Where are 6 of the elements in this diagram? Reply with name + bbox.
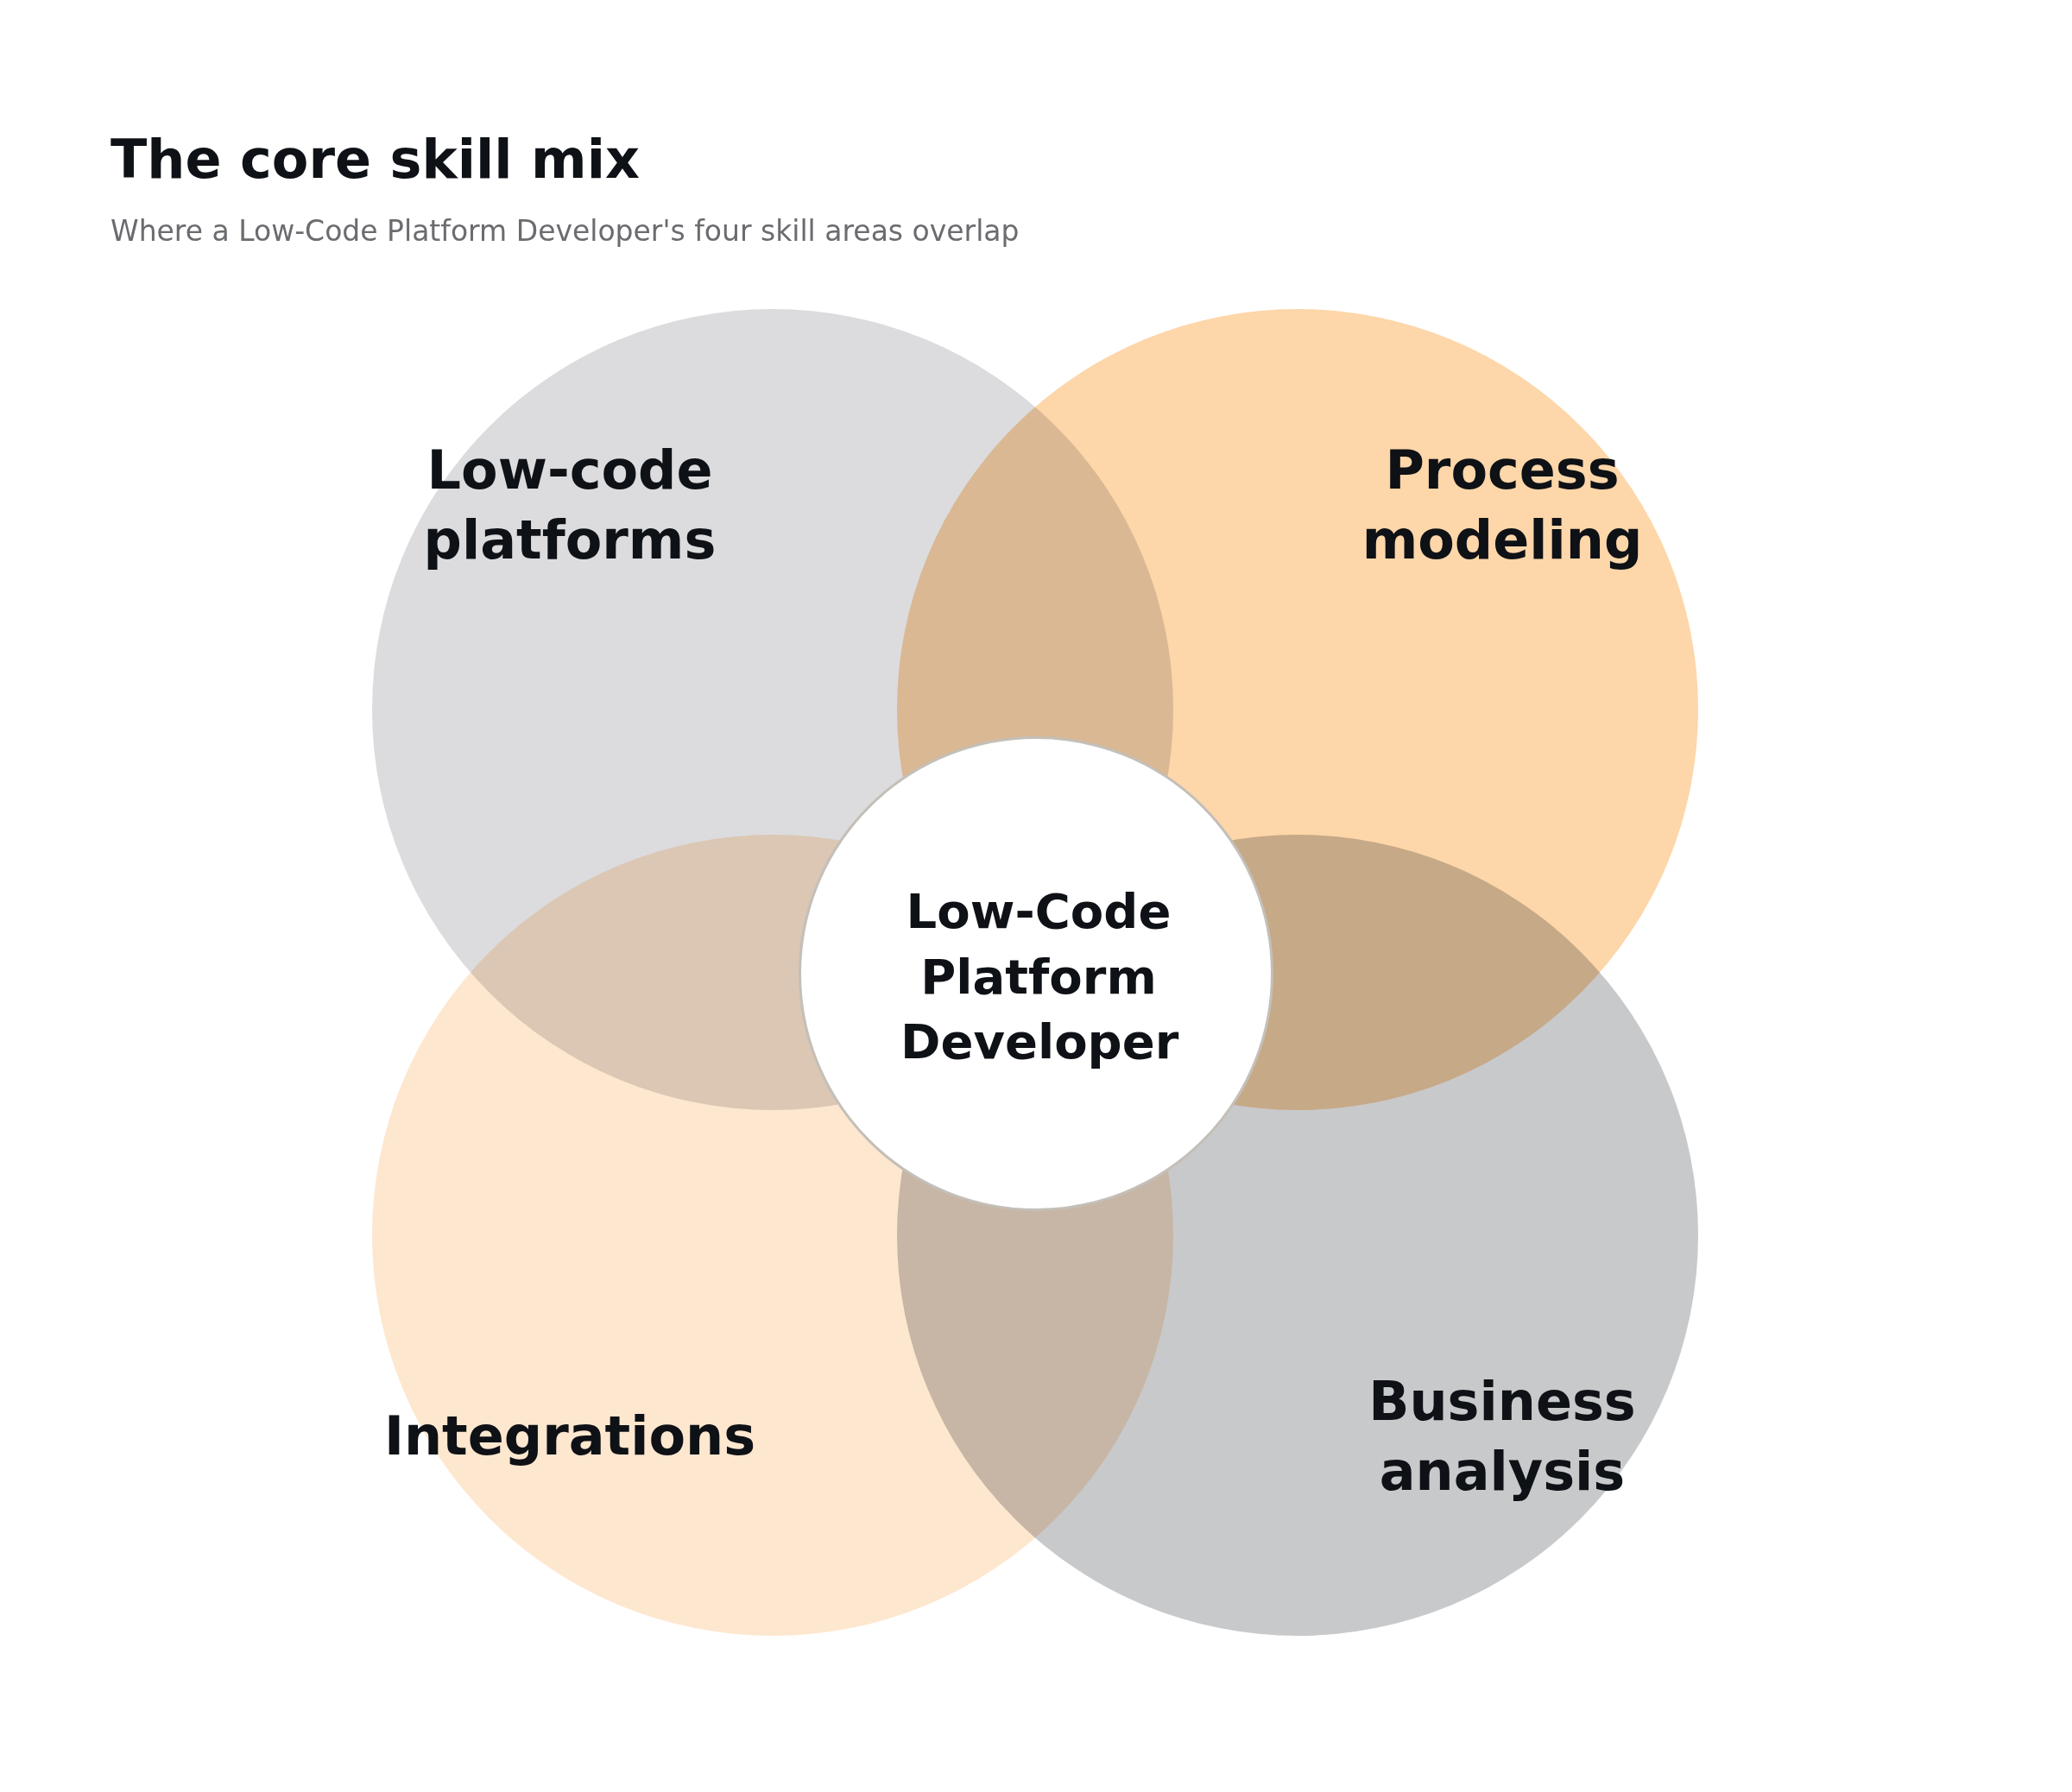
skill-area-label: Business analysis: [1368, 1369, 1637, 1505]
skill-area-label: Integrations: [382, 1403, 757, 1469]
skill-area-label: Process modeling: [1361, 438, 1644, 573]
title: The core skill mix: [111, 128, 640, 191]
subtitle: Where a Low-Code Platform Developer's four skill areas overlap: [111, 214, 1020, 248]
skill-area-label: Low-code platforms: [422, 438, 717, 573]
